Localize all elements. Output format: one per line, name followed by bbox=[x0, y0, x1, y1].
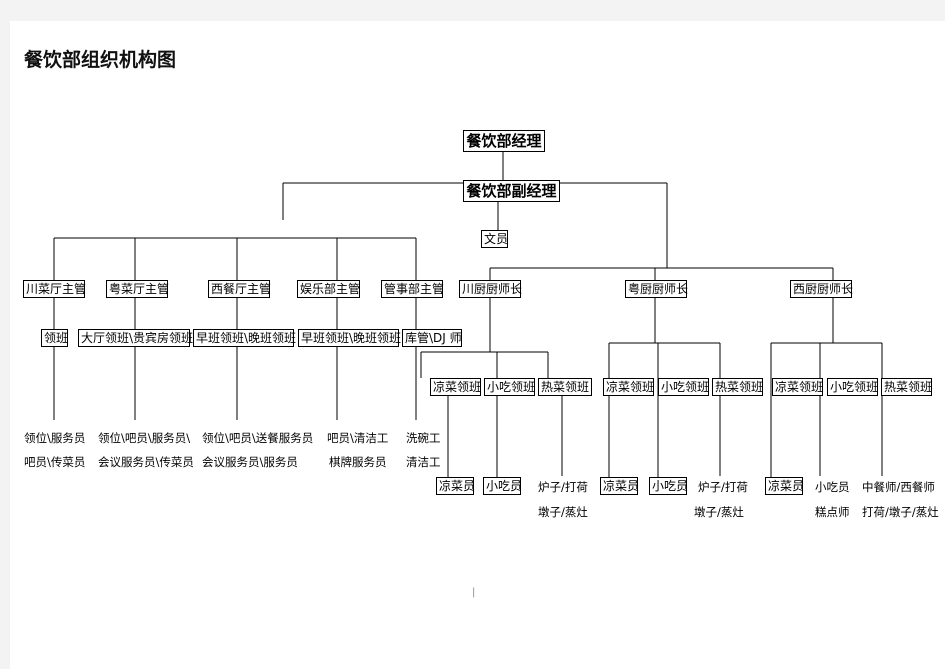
node-shift-captain-entertainment: 早班领班\晚班领班 bbox=[298, 329, 401, 347]
node-cold-dish-lead: 凉菜领班 bbox=[430, 378, 481, 396]
node-cold-dish-staff: 凉菜员 bbox=[765, 477, 804, 495]
node-shift-captain-western: 早班领班\晚班领班 bbox=[193, 329, 296, 347]
node-snack-lead: 小吃领班 bbox=[484, 378, 535, 396]
node-hot-dish-lead: 热菜领班 bbox=[538, 378, 592, 396]
staff-text: 吧员\清洁工 bbox=[327, 431, 389, 445]
staff-text: 炉子/打荷 bbox=[538, 480, 588, 494]
node-cold-dish-lead: 凉菜领班 bbox=[603, 378, 654, 396]
node-sichuan-hall-supervisor: 川菜厅主管 bbox=[23, 280, 86, 298]
staff-text: 领位\吧员\送餐服务员 bbox=[202, 431, 314, 445]
node-snack-lead: 小吃领班 bbox=[658, 378, 709, 396]
node-western-head-chef: 西厨厨师长 bbox=[790, 280, 853, 298]
staff-text: 会议服务员\服务员 bbox=[202, 455, 298, 469]
staff-text: 领位\吧员\服务员\ bbox=[98, 431, 191, 445]
node-sichuan-head-chef: 川厨厨师长 bbox=[459, 280, 522, 298]
node-cold-dish-lead: 凉菜领班 bbox=[772, 378, 823, 396]
node-hall-vip-captain: 大厅领班\贵宾房领班 bbox=[78, 329, 193, 347]
node-clerk: 文员 bbox=[481, 230, 508, 248]
staff-text: 中餐师/西餐师 bbox=[862, 480, 935, 494]
node-cold-dish-staff: 凉菜员 bbox=[436, 477, 475, 495]
staff-text: 吧员\传菜员 bbox=[24, 455, 86, 469]
staff-text: 墩子/蒸灶 bbox=[694, 505, 744, 519]
staff-text: 洗碗工 bbox=[406, 431, 441, 445]
node-cantonese-head-chef: 粤厨厨师长 bbox=[625, 280, 688, 298]
node-snack-lead: 小吃领班 bbox=[827, 378, 878, 396]
node-entertainment-supervisor: 娱乐部主管 bbox=[297, 280, 360, 298]
page-title: 餐饮部组织机构图 bbox=[24, 49, 177, 71]
node-storekeeper-dj: 库管\DJ 师 bbox=[402, 329, 462, 347]
node-deputy-manager: 餐饮部副经理 bbox=[463, 180, 560, 202]
node-dining-manager: 餐饮部经理 bbox=[463, 130, 545, 152]
node-western-hall-supervisor: 西餐厅主管 bbox=[208, 280, 271, 298]
node-cantonese-hall-supervisor: 粤菜厅主管 bbox=[106, 280, 169, 298]
staff-text: 会议服务员\传菜员 bbox=[98, 455, 194, 469]
staff-text: 墩子/蒸灶 bbox=[538, 505, 588, 519]
staff-text: 棋牌服务员 bbox=[329, 455, 387, 469]
node-snack-staff: 小吃员 bbox=[483, 477, 522, 495]
page-marker: | bbox=[472, 587, 476, 598]
node-cold-dish-staff: 凉菜员 bbox=[600, 477, 639, 495]
node-stewarding-supervisor: 管事部主管 bbox=[381, 280, 444, 298]
staff-text: 糕点师 bbox=[815, 505, 850, 519]
staff-text: 清洁工 bbox=[406, 455, 441, 469]
node-hot-dish-lead: 热菜领班 bbox=[881, 378, 932, 396]
staff-text: 小吃员 bbox=[815, 480, 850, 494]
node-snack-staff: 小吃员 bbox=[649, 477, 688, 495]
node-captain: 领班 bbox=[41, 329, 68, 347]
staff-text: 领位\服务员 bbox=[24, 431, 86, 445]
staff-text: 打荷/墩子/蒸灶 bbox=[862, 505, 939, 519]
staff-text: 炉子/打荷 bbox=[698, 480, 748, 494]
node-hot-dish-lead: 热菜领班 bbox=[712, 378, 763, 396]
